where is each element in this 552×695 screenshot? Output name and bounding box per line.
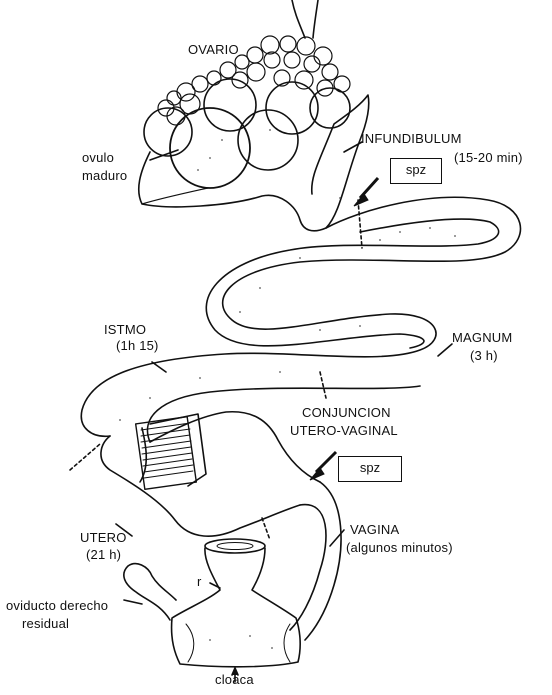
label-infundibulum-time: (15-20 min) [454, 150, 523, 165]
label-istmo-time: (1h 15) [116, 338, 159, 353]
label-oviducto-2: residual [22, 616, 69, 631]
label-cloaca: cloaca [215, 672, 254, 687]
leader-magnum [438, 344, 452, 356]
label-infundibulum: INFUNDIBULUM [361, 131, 462, 146]
spz-box-top: spz [390, 158, 442, 184]
label-oviducto-1: oviducto derecho [6, 598, 108, 613]
label-utero-time: (21 h) [86, 547, 121, 562]
label-ovario: OVARIO [188, 42, 239, 57]
large-follicles [144, 79, 350, 188]
isthmus-lower [101, 436, 300, 536]
boundary-magnum [320, 372, 326, 398]
leader-vagina [330, 530, 344, 546]
leader-oviducto [124, 600, 142, 604]
label-utero: UTERO [80, 530, 127, 545]
uterus-striations [141, 423, 193, 478]
label-vagina-time: (algunos minutos) [346, 540, 453, 555]
label-conjuncion-1: CONJUNCION [302, 405, 391, 420]
label-ovulo-1: ovulo [82, 150, 114, 165]
boundary-utero-vaginal [262, 518, 270, 540]
boundary-infundibulum [358, 200, 362, 248]
label-istmo: ISTMO [104, 322, 146, 337]
oviduct-outer [81, 197, 520, 436]
ovary-stalk [292, 0, 318, 38]
leader-infundibulum [344, 142, 362, 152]
residual-oviduct [124, 564, 176, 620]
label-vagina: VAGINA [350, 522, 399, 537]
label-conjuncion-2: UTERO-VAGINAL [290, 423, 398, 438]
small-follicles [158, 36, 350, 125]
cloaca-opening [205, 539, 265, 553]
label-magnum-time: (3 h) [470, 348, 498, 363]
spz-box-bottom: spz [338, 456, 402, 482]
label-r: r [197, 574, 202, 589]
boundary-isthmus [70, 444, 100, 470]
cloaca-chamber [172, 548, 301, 667]
label-ovulo-2: maduro [82, 168, 127, 183]
leader-istmo [152, 362, 166, 372]
label-magnum: MAGNUM [452, 330, 512, 345]
